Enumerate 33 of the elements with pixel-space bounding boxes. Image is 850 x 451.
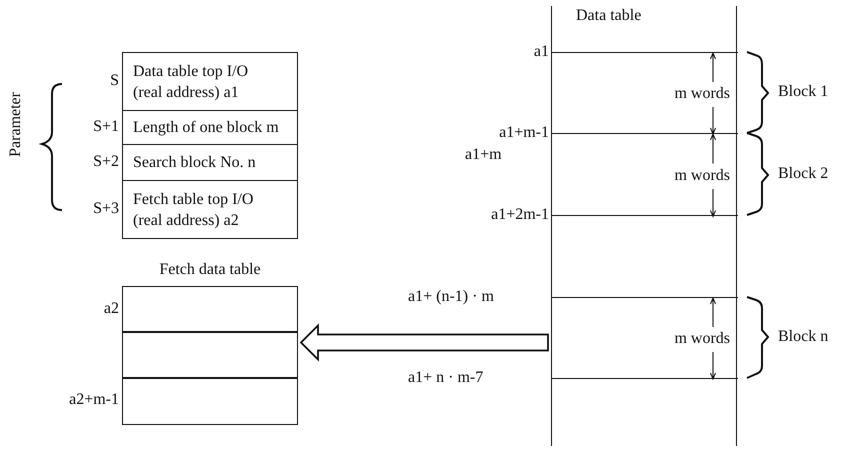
address-label: a1+2m-1: [491, 205, 549, 225]
block-size-label: m words: [674, 84, 730, 104]
data-table-column: [551, 6, 737, 446]
parameter-row: Fetch table top I/O (real address) a2: [122, 180, 298, 239]
parameter-row: Search block No. n: [122, 144, 298, 181]
block-label: Block n: [778, 327, 828, 347]
block-size-label: m words: [674, 166, 730, 186]
group-label: Parameter: [6, 92, 25, 157]
address-label: a1+ n · m-7: [408, 368, 484, 388]
table-heading: Fetch data table: [159, 260, 261, 280]
address-label: S+2: [93, 152, 119, 172]
address-label: S+1: [93, 116, 119, 136]
address-label: a1+ (n-1) · m: [408, 287, 494, 307]
block-label: Block 1: [778, 82, 828, 102]
memory-block: [552, 297, 738, 379]
address-label: a1+m: [465, 145, 502, 165]
address-label: S+3: [93, 198, 119, 218]
address-label: a1: [534, 42, 549, 62]
table-row: [122, 331, 298, 379]
address-label: S: [110, 70, 119, 90]
parameter-row: Length of one block m: [122, 110, 298, 145]
address-label: a2: [104, 298, 119, 318]
memory-block: [552, 52, 738, 134]
address-label: a2+m-1: [69, 390, 119, 410]
address-label: a1+m-1: [499, 123, 549, 143]
memory-block: [552, 133, 738, 216]
table-row: [122, 377, 298, 425]
parameter-row: Data table top I/O (real address) a1: [122, 52, 298, 111]
block-size-label: m words: [674, 329, 730, 349]
block-label: Block 2: [778, 164, 828, 184]
table-row: [122, 286, 298, 333]
fetch-table: [122, 260, 298, 425]
hollow-arrow: [300, 323, 549, 362]
